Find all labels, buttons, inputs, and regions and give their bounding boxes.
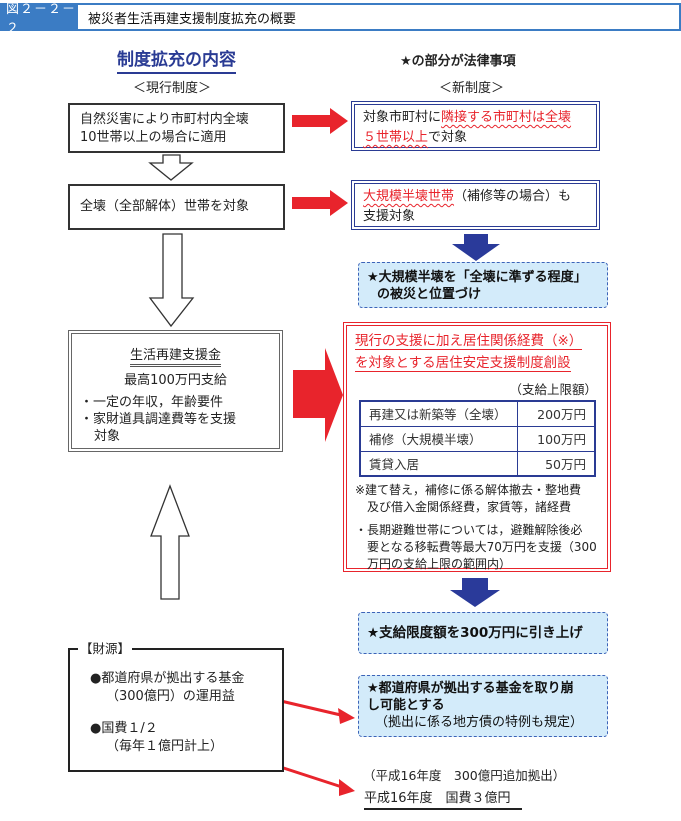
note1-line1: ※建て替え，補修に係る解体撤去・整地費 <box>355 483 582 497</box>
new-scope-text-start: 対象市町村に <box>363 110 442 125</box>
navy-down-arrow-2 <box>450 578 500 607</box>
star2-text: ★支給限度額を300万円に引き上げ <box>367 624 583 641</box>
note1-line2: 及び借入金関係経費，家賃等，諸経費 <box>367 500 572 514</box>
new-box-scope: 対象市町村に隣接する市町村は全壊 ５世帯以上で対象 <box>351 101 600 151</box>
funding-item1-line1: ●都道府県が拠出する基金 <box>90 671 245 686</box>
new-target-red: 大規模半壊世帯 <box>363 189 455 204</box>
current-scope-line1: 自然災害により市町村内全壊 <box>80 112 249 127</box>
new-box-target: 大規模半壊世帯（補修等の場合）も 支援対象 <box>351 180 600 230</box>
hollow-up-arrow <box>150 484 190 600</box>
table-cell-item: 補修（大規模半壊） <box>359 425 518 452</box>
note2-line2: 要となる移転費等最大70万円を支援（300 <box>367 540 597 554</box>
funding-item1-line2: （300億円）の運用益 <box>106 689 235 704</box>
figure-number: 図２－２－２ <box>2 2 78 36</box>
support-grant-bullet2-line1: ・家財道具調達費等を支援 <box>80 412 237 427</box>
residence-head-line2: を対象とする居住安定支援制度創設 <box>355 355 571 372</box>
new-scope-red-1: 隣接する市町村は全壊 <box>441 110 572 125</box>
section-title: 制度拡充の内容 <box>117 45 236 74</box>
funding-item2-line1: ●国費１/２ <box>90 721 158 736</box>
current-system-label: ＜現行制度＞ <box>133 81 212 96</box>
support-grant-bullet1: ・一定の年収，年齢要件 <box>80 395 224 410</box>
star-box-large-partial-destruction: ★大規模半壊を「全壊に準ずる程度」 の被災と位置づけ <box>358 262 608 308</box>
funding-box: 【財源】 ●都道府県が拠出する基金 （300億円）の運用益 ●国費１/２ （毎年… <box>68 640 284 772</box>
star-box-fund-withdrawal: ★都道府県が拠出する基金を取り崩 し可能とする （拠出に係る地方債の特例も規定） <box>358 675 608 737</box>
current-scope-line2: 10世帯以上の場合に適用 <box>80 130 227 145</box>
support-grant-amount: 最高100万円支給 <box>124 373 227 388</box>
fund-note-national: 平成16年度 国費３億円 <box>364 787 522 810</box>
support-grant-bullet2-line2: 対象 <box>94 429 121 444</box>
table-cell-amount: 200万円 <box>516 400 596 427</box>
residence-support-box: 現行の支援に加え居住関係経費（※） を対象とする居住安定支援制度創設 （支給上限… <box>343 322 611 572</box>
table-cell-item: 再建又は新築等（全壊） <box>359 400 518 427</box>
note2-line3: 万円の支給上限の範囲内） <box>367 557 512 571</box>
navy-down-arrow-1 <box>452 234 500 261</box>
hollow-down-arrow-long <box>148 233 195 328</box>
red-right-arrow-1 <box>292 108 348 134</box>
new-target-text-1: （補修等の場合）も <box>454 189 572 204</box>
current-box-support-grant: 生活再建支援金 最高100万円支給 ・一定の年収，年齢要件 ・家財道具調達費等を… <box>68 330 283 452</box>
residence-head-line1: 現行の支援に加え居住関係経費（※） <box>355 333 583 350</box>
figure-header: 図２－２－２ 被災者生活再建支援制度拡充の概要 <box>0 2 681 36</box>
limit-table: 再建又は新築等（全壊） 200万円 補修（大規模半壊） 100万円 賃貸入居 5… <box>359 400 596 477</box>
star1-line2: の被災と位置づけ <box>377 287 482 302</box>
funding-label: 【財源】 <box>78 640 133 658</box>
table-row: 賃貸入居 50万円 <box>359 450 596 477</box>
new-scope-red-2: ５世帯以上 <box>363 130 429 145</box>
red-right-arrow-large <box>293 348 343 442</box>
star3-line3: （拠出に係る地方債の特例も規定） <box>375 715 584 730</box>
table-cell-amount: 100万円 <box>516 425 596 452</box>
new-scope-text-end: で対象 <box>428 130 468 145</box>
table-cell-amount: 50万円 <box>516 450 596 477</box>
table-row: 補修（大規模半壊） 100万円 <box>359 425 596 452</box>
funding-item2-line2: （毎年１億円計上） <box>106 739 224 754</box>
new-system-label: ＜新制度＞ <box>439 81 505 96</box>
table-row: 再建又は新築等（全壊） 200万円 <box>359 400 596 427</box>
hollow-down-arrow-small <box>148 154 194 181</box>
star3-line2: し可能とする <box>367 698 445 713</box>
table-cell-item: 賃貸入居 <box>359 450 518 477</box>
current-box-scope: 自然災害により市町村内全壊 10世帯以上の場合に適用 <box>68 103 285 153</box>
new-target-text-2: 支援対象 <box>363 209 416 224</box>
support-grant-title: 生活再建支援金 <box>129 348 221 367</box>
note2-line1: ・長期避難世帯については，避難解除後必 <box>355 523 583 537</box>
fund-note-additional: （平成16年度 300億円追加拠出） <box>363 768 566 783</box>
star-box-limit-increase: ★支給限度額を300万円に引き上げ <box>358 612 608 654</box>
star3-line1: ★都道府県が拠出する基金を取り崩 <box>367 681 574 696</box>
limit-label: （支給上限額） <box>509 382 597 397</box>
red-right-arrow-2 <box>292 190 348 216</box>
legal-note: ★の部分が法律事項 <box>400 54 516 69</box>
figure-title: 被災者生活再建支援制度拡充の概要 <box>88 11 297 27</box>
current-box-target: 全壊（全部解体）世帯を対象 <box>68 184 285 230</box>
star1-line1: ★大規模半壊を「全壊に準ずる程度」 <box>367 270 587 285</box>
current-target-text: 全壊（全部解体）世帯を対象 <box>80 199 250 214</box>
